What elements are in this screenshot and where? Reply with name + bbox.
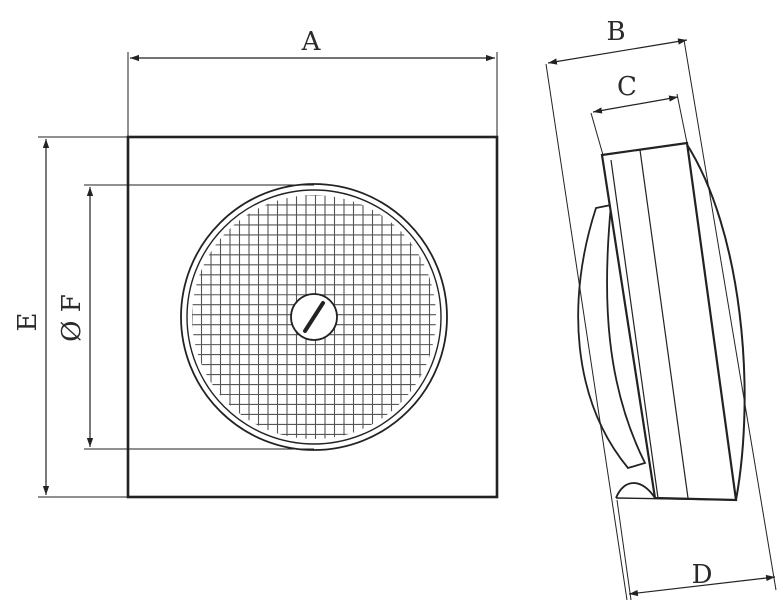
label-b: B bbox=[606, 17, 625, 47]
label-c: C bbox=[617, 72, 637, 102]
grille-inner-ring bbox=[186, 189, 442, 445]
dimension-b: B bbox=[545, 17, 777, 601]
grille-hub-slot bbox=[303, 301, 325, 333]
grille-outer-ring bbox=[180, 183, 448, 451]
label-e: E bbox=[13, 313, 43, 332]
side-foot bbox=[615, 482, 656, 499]
dimension-d: D bbox=[616, 499, 776, 601]
dimension-a: A bbox=[127, 27, 498, 137]
side-view: B C D bbox=[545, 17, 777, 601]
label-d: D bbox=[692, 560, 713, 590]
dimension-e: E bbox=[13, 136, 128, 498]
front-view: A E Ø F bbox=[13, 27, 499, 499]
front-panel bbox=[126, 135, 499, 499]
grille bbox=[180, 183, 448, 451]
dimension-c: C bbox=[590, 72, 688, 156]
side-inner-dome bbox=[577, 203, 647, 470]
label-a: A bbox=[301, 27, 322, 57]
dimension-f: Ø F bbox=[57, 184, 314, 450]
side-rear-cover bbox=[685, 142, 746, 501]
label-f: Ø F bbox=[57, 294, 87, 342]
